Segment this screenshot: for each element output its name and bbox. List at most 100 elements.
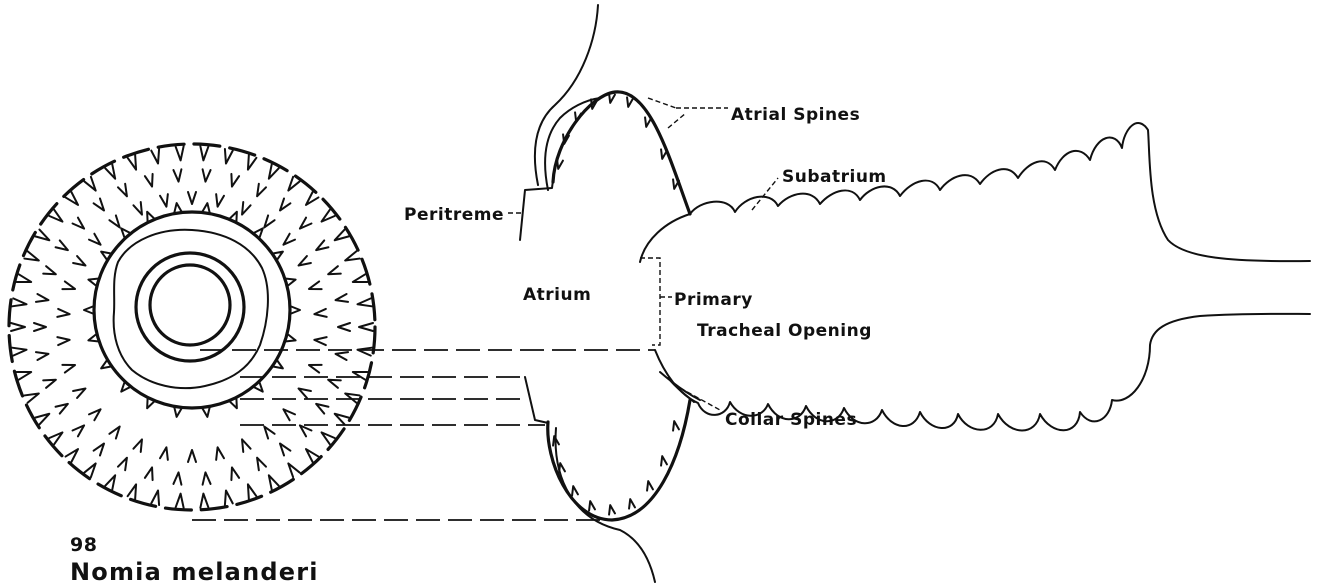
spine-mark	[89, 409, 101, 420]
spine-mark	[188, 192, 196, 204]
spine-mark	[359, 323, 373, 331]
spine-mark	[336, 294, 349, 302]
spine-mark	[225, 149, 233, 164]
spine-mark	[314, 309, 326, 317]
atrial-spine	[673, 179, 679, 188]
leader-subatrium	[752, 178, 778, 210]
spine-mark	[17, 274, 32, 282]
projection-lines	[192, 350, 655, 520]
spine-mark	[242, 202, 251, 215]
atrial-spine	[609, 505, 615, 514]
spine-mark	[24, 394, 38, 403]
spine-mark	[200, 146, 208, 160]
spine-mark	[300, 218, 312, 229]
spine-mark	[57, 337, 69, 345]
spine-mark	[216, 447, 224, 460]
spiracle-section	[508, 5, 1310, 582]
spine-mark	[300, 425, 312, 436]
atrial-spine	[645, 117, 651, 126]
spine-mark	[264, 427, 274, 439]
spine-mark	[288, 463, 299, 477]
spine-mark	[336, 352, 349, 360]
spine-mark	[357, 298, 371, 306]
label-atrial-spines: Atrial Spines	[731, 105, 860, 125]
spine-mark	[257, 184, 266, 197]
spine-mark	[280, 199, 290, 211]
spine-mark	[280, 444, 290, 456]
spine-mark	[145, 467, 153, 480]
spine-mark	[309, 365, 322, 373]
figure-number: 98	[70, 534, 97, 556]
spine-mark	[11, 323, 25, 331]
spine-mark	[309, 281, 322, 289]
spine-mark	[36, 294, 49, 302]
atrial-spine	[661, 456, 667, 465]
spine-mark	[225, 491, 233, 506]
spine-mark	[328, 266, 341, 274]
label-subatrium: Subatrium	[782, 167, 887, 187]
spine-mark	[248, 484, 256, 499]
spine-mark	[94, 444, 104, 456]
spine-mark	[353, 274, 368, 282]
spine-mark	[84, 177, 95, 191]
spine-mark	[160, 194, 168, 207]
spine-mark	[353, 372, 368, 380]
spine-mark	[118, 458, 127, 471]
inner-ring	[94, 212, 290, 408]
primary-opening-box	[640, 258, 660, 345]
spine-mark	[173, 472, 181, 484]
atrial-spine	[589, 501, 595, 510]
spine-mark	[145, 174, 153, 187]
spine-mark	[176, 146, 184, 160]
spine-mark	[283, 234, 295, 245]
spine-mark	[56, 240, 68, 250]
atrial-spine	[557, 159, 563, 168]
atrial-spine	[661, 149, 667, 158]
spine-mark	[57, 309, 69, 317]
spine-mark	[109, 427, 119, 439]
spine-mark	[248, 155, 256, 170]
atrial-spine	[629, 499, 635, 508]
label-atrium: Atrium	[523, 285, 591, 305]
spine-mark	[216, 194, 224, 207]
spine-mark	[56, 404, 68, 414]
spine-mark	[257, 458, 266, 471]
spine-mark	[306, 192, 318, 205]
atrial-spine	[673, 421, 679, 430]
spine-mark	[133, 439, 142, 452]
spine-mark	[203, 472, 211, 484]
atrial-spine	[627, 97, 633, 106]
peritreme-step-top	[520, 180, 553, 240]
spine-mark	[160, 447, 168, 460]
spine-mark	[345, 251, 359, 260]
spine-mark	[62, 365, 75, 373]
spine-mark	[12, 348, 26, 356]
spine-mark	[231, 174, 239, 187]
spine-mark	[338, 323, 350, 331]
spine-mark	[35, 230, 49, 241]
outer-ring	[9, 144, 375, 510]
label-peritreme: Peritreme	[404, 205, 504, 225]
spine-mark	[299, 256, 311, 265]
cuticle-lower	[556, 428, 655, 582]
spine-mark	[66, 449, 78, 462]
spine-mark	[188, 450, 196, 462]
collar-lines	[660, 372, 700, 402]
label-collar-spines: Collar Spines	[725, 410, 857, 430]
spine-mark	[89, 234, 101, 245]
spine-mark	[43, 380, 56, 388]
label-primary: Primary	[674, 290, 753, 310]
atrial-spine	[575, 112, 581, 121]
spine-mark	[118, 184, 127, 197]
atrial-spine	[559, 463, 565, 472]
trachea-upper-wall	[640, 123, 1310, 262]
peritreme-step-bottom	[525, 377, 548, 423]
spine-mark	[328, 380, 341, 388]
label-tracheal-opening: Tracheal Opening	[697, 321, 872, 341]
atrial-spine	[609, 93, 615, 102]
spiracle-end-view	[9, 144, 375, 510]
spine-mark	[36, 352, 49, 360]
atrium-wall-top	[553, 92, 690, 214]
leader-atrial-spines-3	[668, 113, 686, 128]
